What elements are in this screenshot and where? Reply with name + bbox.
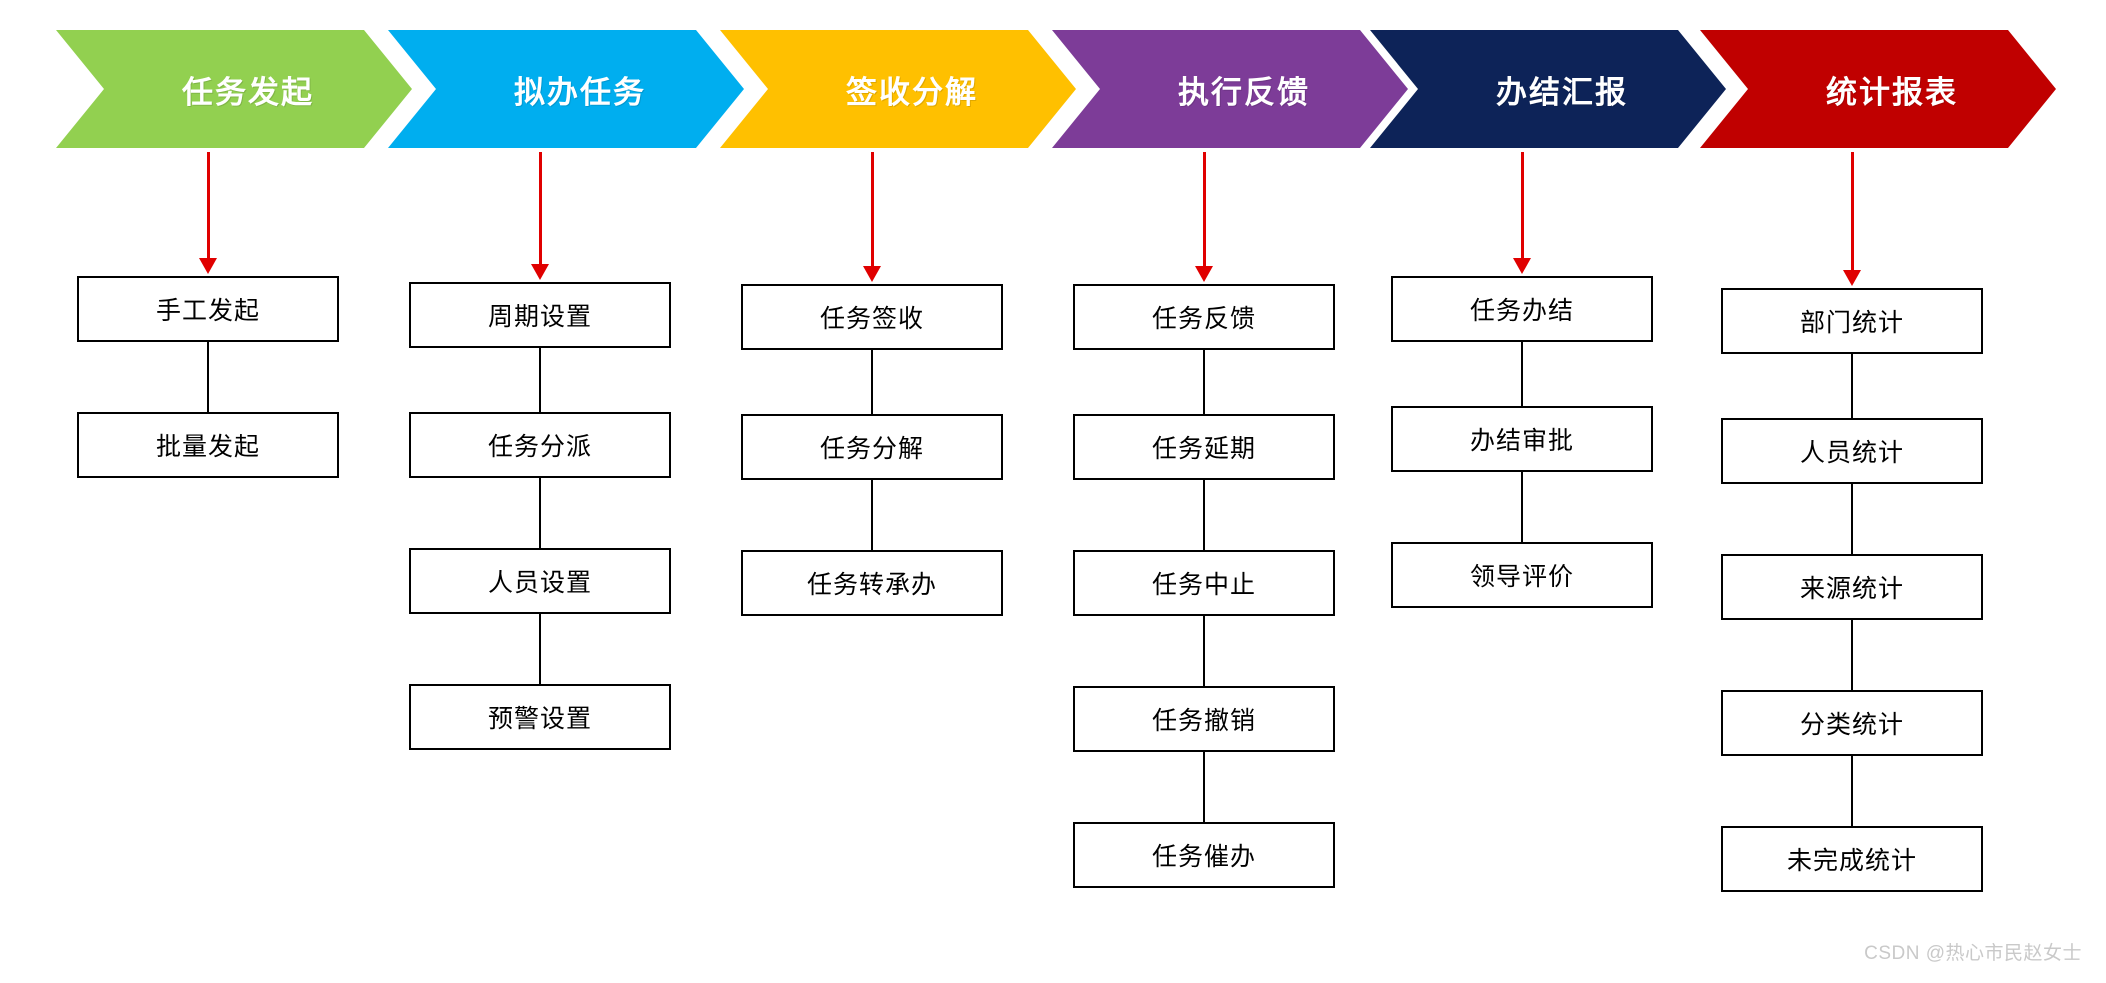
process-node[interactable]: 任务撤销 bbox=[1073, 686, 1335, 752]
stage-arrow-shaft-statistics-report bbox=[1851, 152, 1854, 272]
node-connector bbox=[1203, 616, 1205, 686]
process-node-label: 手工发起 bbox=[155, 297, 260, 325]
stage-arrow-head-receive-decompose bbox=[863, 266, 881, 282]
stage-arrow-head-execute-feedback bbox=[1195, 266, 1213, 282]
stage-arrow-head-task-initiation bbox=[199, 258, 217, 274]
node-connector bbox=[539, 478, 541, 548]
process-node-label: 人员设置 bbox=[487, 569, 592, 597]
process-node[interactable]: 任务分解 bbox=[741, 414, 1003, 480]
stage-chevron-label: 办结汇报 bbox=[1496, 74, 1628, 110]
process-node-label: 周期设置 bbox=[487, 303, 592, 331]
process-node[interactable]: 预警设置 bbox=[409, 684, 671, 750]
process-node-label: 分类统计 bbox=[1799, 711, 1904, 739]
node-connector bbox=[539, 348, 541, 412]
stage-arrow-shaft-completion-report bbox=[1521, 152, 1524, 260]
stage-arrow-shaft-execute-feedback bbox=[1203, 152, 1206, 268]
process-node[interactable]: 批量发起 bbox=[77, 412, 339, 478]
stage-chevron-label: 拟办任务 bbox=[514, 74, 646, 110]
stage-chevron-label: 签收分解 bbox=[846, 74, 978, 110]
node-connector bbox=[1521, 342, 1523, 406]
stage-arrow-head-completion-report bbox=[1513, 258, 1531, 274]
stage-chevron-statistics-report[interactable]: 统计报表 bbox=[1700, 30, 2056, 148]
process-node[interactable]: 任务办结 bbox=[1391, 276, 1653, 342]
stage-arrow-shaft-draft-task bbox=[539, 152, 542, 266]
process-node[interactable]: 任务转承办 bbox=[741, 550, 1003, 616]
node-connector bbox=[539, 614, 541, 684]
node-connector bbox=[871, 480, 873, 550]
process-node-label: 领导评价 bbox=[1469, 563, 1574, 591]
process-node[interactable]: 任务催办 bbox=[1073, 822, 1335, 888]
process-node-label: 人员统计 bbox=[1799, 439, 1904, 467]
process-node[interactable]: 人员设置 bbox=[409, 548, 671, 614]
process-node[interactable]: 办结审批 bbox=[1391, 406, 1653, 472]
process-node[interactable]: 分类统计 bbox=[1721, 690, 1983, 756]
process-node-label: 预警设置 bbox=[487, 705, 592, 733]
node-connector bbox=[871, 350, 873, 414]
csdn-watermark: CSDN @热心市民赵女士 bbox=[1864, 943, 2082, 964]
node-connector bbox=[1851, 620, 1853, 690]
process-node[interactable]: 来源统计 bbox=[1721, 554, 1983, 620]
process-node-label: 任务撤销 bbox=[1151, 707, 1256, 735]
process-node[interactable]: 手工发起 bbox=[77, 276, 339, 342]
process-node[interactable]: 任务反馈 bbox=[1073, 284, 1335, 350]
process-node-label: 任务转承办 bbox=[806, 571, 937, 599]
stage-chevron-draft-task[interactable]: 拟办任务 bbox=[388, 30, 744, 148]
process-node[interactable]: 任务分派 bbox=[409, 412, 671, 478]
stage-chevron-label: 统计报表 bbox=[1826, 74, 1958, 110]
stage-chevron-label: 任务发起 bbox=[182, 74, 314, 110]
process-node-label: 任务催办 bbox=[1151, 843, 1256, 871]
stage-chevron-receive-decompose[interactable]: 签收分解 bbox=[720, 30, 1076, 148]
node-connector bbox=[1203, 480, 1205, 550]
process-node-label: 来源统计 bbox=[1799, 575, 1904, 603]
stage-chevron-task-initiation[interactable]: 任务发起 bbox=[56, 30, 412, 148]
process-node[interactable]: 领导评价 bbox=[1391, 542, 1653, 608]
process-node[interactable]: 任务中止 bbox=[1073, 550, 1335, 616]
node-connector bbox=[1851, 756, 1853, 826]
node-connector bbox=[1851, 354, 1853, 418]
process-node-label: 任务延期 bbox=[1151, 435, 1256, 463]
process-node[interactable]: 任务签收 bbox=[741, 284, 1003, 350]
stage-arrow-shaft-task-initiation bbox=[207, 152, 210, 260]
process-node-label: 任务分派 bbox=[487, 433, 592, 461]
process-node[interactable]: 周期设置 bbox=[409, 282, 671, 348]
process-node-label: 办结审批 bbox=[1469, 427, 1574, 455]
process-node-label: 任务反馈 bbox=[1151, 305, 1256, 333]
process-node[interactable]: 未完成统计 bbox=[1721, 826, 1983, 892]
node-connector bbox=[1521, 472, 1523, 542]
process-node[interactable]: 部门统计 bbox=[1721, 288, 1983, 354]
process-node-label: 任务分解 bbox=[819, 435, 924, 463]
process-stage-ribbon: 任务发起 拟办任务 签收分解 执行反馈 办结汇报 统计报表 bbox=[0, 30, 2106, 148]
process-node-label: 批量发起 bbox=[155, 433, 260, 461]
process-node[interactable]: 任务延期 bbox=[1073, 414, 1335, 480]
process-node-label: 任务中止 bbox=[1151, 571, 1256, 599]
process-node-label: 部门统计 bbox=[1799, 309, 1904, 337]
process-node-label: 任务办结 bbox=[1469, 297, 1574, 325]
node-connector bbox=[207, 342, 209, 412]
node-connector bbox=[1851, 484, 1853, 554]
stage-arrow-head-statistics-report bbox=[1843, 270, 1861, 286]
stage-chevron-completion-report[interactable]: 办结汇报 bbox=[1370, 30, 1726, 148]
stage-chevron-label: 执行反馈 bbox=[1178, 74, 1310, 110]
process-node[interactable]: 人员统计 bbox=[1721, 418, 1983, 484]
stage-arrow-head-draft-task bbox=[531, 264, 549, 280]
process-node-label: 任务签收 bbox=[819, 305, 924, 333]
stage-chevron-execute-feedback[interactable]: 执行反馈 bbox=[1052, 30, 1408, 148]
process-node-label: 未完成统计 bbox=[1786, 847, 1917, 875]
node-connector bbox=[1203, 350, 1205, 414]
stage-arrow-shaft-receive-decompose bbox=[871, 152, 874, 268]
node-connector bbox=[1203, 752, 1205, 822]
